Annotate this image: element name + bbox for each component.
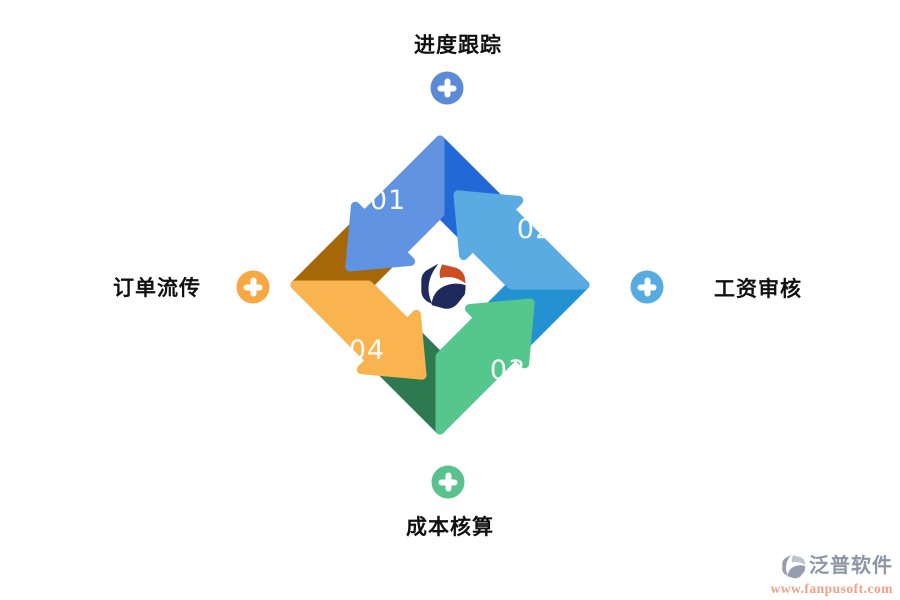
watermark-logo-part — [791, 554, 806, 565]
plus-button-left[interactable] — [236, 270, 270, 304]
node-label-top: 进度跟踪 — [414, 34, 502, 57]
watermark-logo-part — [782, 554, 792, 576]
arrow-03-number: 03 — [490, 355, 526, 386]
arrow-03-band — [435, 298, 535, 435]
arrow-04-band — [290, 280, 427, 380]
arrow-02-number: 02 — [517, 214, 553, 245]
node-label-bottom: 成本核算 — [406, 516, 494, 539]
arrow-04-number: 04 — [349, 335, 385, 366]
plus-icon — [631, 271, 664, 304]
watermark-logo-part — [787, 564, 806, 578]
arrow-01-number: 01 — [370, 185, 406, 216]
watermark: 泛普软件 www.fanpusoft.com — [770, 553, 893, 596]
watermark-brand: 泛普软件 — [809, 555, 893, 577]
plus-button-right[interactable] — [630, 270, 664, 304]
plus-button-top[interactable] — [430, 71, 464, 105]
logo-left-crescent — [421, 263, 439, 305]
watermark-url: www.fanpusoft.com — [770, 580, 893, 596]
node-label-left: 订单流传 — [113, 277, 201, 300]
plus-icon — [432, 466, 465, 499]
logo-bottom-petal — [431, 283, 466, 309]
arrow-01-band — [345, 135, 445, 272]
node-label-right: 工资审核 — [714, 278, 802, 301]
watermark-logo-icon — [782, 554, 806, 578]
arrow-02-band — [453, 190, 590, 290]
plus-button-bottom[interactable] — [431, 465, 465, 499]
logo-top-petal — [439, 264, 466, 284]
cycle-diagram: 01 02 03 04 — [290, 135, 590, 435]
plus-icon — [237, 271, 270, 304]
center-logo-icon — [421, 263, 466, 309]
plus-icon — [431, 72, 464, 105]
